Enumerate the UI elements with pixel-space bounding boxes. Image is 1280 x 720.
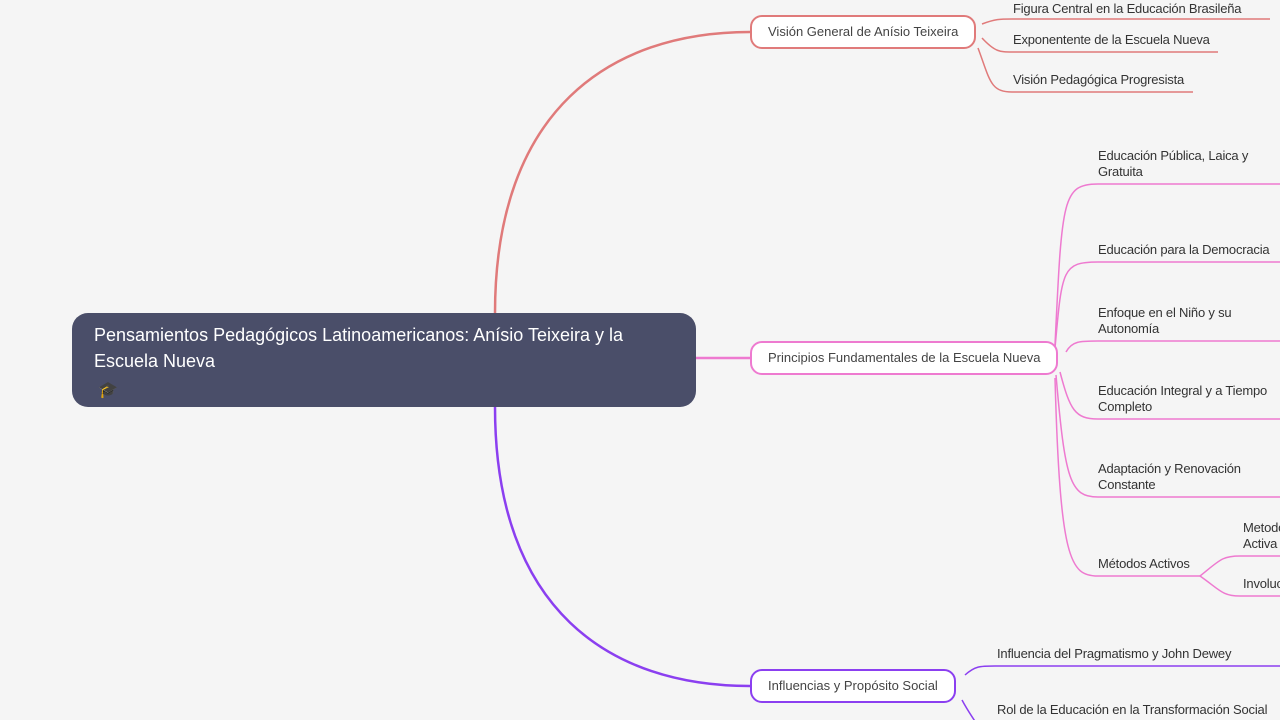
leaf-educacion-publica[interactable]: Educación Pública, Laica y Gratuita [1098,148,1249,179]
leaf-metodologia[interactable]: Metodología Activa [1243,520,1280,551]
graduation-cap-icon: 🎓 [98,382,118,399]
leaf-adaptacion[interactable]: Adaptación y Renovación Constante [1098,461,1241,492]
leaf-metodos-activos[interactable]: Métodos Activos [1098,556,1190,571]
leaf-educacion-integral[interactable]: Educación Integral y a Tiempo Completo [1098,383,1268,414]
root-title: Pensamientos Pedagógicos Latinoamericano… [94,325,623,371]
root-topic[interactable]: Pensamientos Pedagógicos Latinoamericano… [72,313,696,407]
leaf-enfoque-nino[interactable]: Enfoque en el Niño y su Autonomía [1098,305,1232,336]
branch-influencias[interactable]: Influencias y Propósito Social [750,669,956,703]
leaf-vision-progresista[interactable]: Visión Pedagógica Progresista [1013,72,1185,87]
leaf-involucramiento[interactable]: Involucramiento [1243,576,1280,591]
leaf-transformacion-social[interactable]: Rol de la Educación en la Transformación… [997,702,1268,717]
leaf-exponente[interactable]: Exponentente de la Escuela Nueva [1013,32,1210,47]
leaf-pragmatismo[interactable]: Influencia del Pragmatismo y John Dewey [997,646,1232,661]
leaf-figura-central[interactable]: Figura Central en la Educación Brasileña [1013,1,1242,16]
branch-vision-general[interactable]: Visión General de Anísio Teixeira [750,15,977,49]
leaf-democracia[interactable]: Educación para la Democracia [1098,242,1270,257]
branch-principios[interactable]: Principios Fundamentales de la Escuela N… [750,341,1059,375]
